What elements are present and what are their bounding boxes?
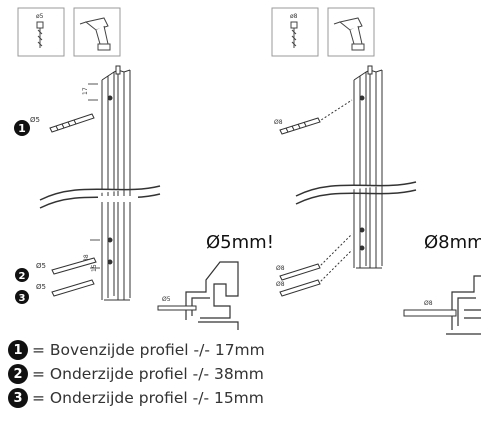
top-dimension: 17 — [82, 87, 89, 95]
left-detail-screw — [157, 305, 197, 311]
right-size-label: Ø8mm — [424, 232, 481, 253]
screw-3 — [51, 279, 95, 297]
callout-2-size: Ø5 — [36, 262, 46, 270]
bottom-dimension-b: 15 — [91, 264, 98, 272]
svg-text:2: 2 — [19, 271, 26, 282]
right-detail-profile — [446, 275, 481, 335]
marker-3: 3 — [15, 290, 29, 304]
legend: 1 = Bovenzijde profiel -/- 17mm 2 = Onde… — [8, 338, 348, 410]
drill-bit-icon-right: ø8 — [271, 7, 319, 57]
svg-text:1: 1 — [18, 122, 26, 135]
left-size-label: Ø5mm! — [206, 232, 274, 253]
legend-row-2: 2 = Onderzijde profiel -/- 38mm — [8, 362, 348, 386]
callout-1-size: Ø5 — [30, 116, 40, 124]
legend-text-1: = Bovenzijde profiel -/- 17mm — [32, 341, 265, 359]
callout-3-size: Ø5 — [36, 283, 46, 291]
legend-marker-1: 1 — [8, 340, 28, 360]
drill-bit-icon: ø5 — [17, 7, 65, 57]
right-callout-mid: Ø8 — [276, 265, 285, 272]
drill-icon-right — [327, 7, 375, 57]
right-drill-bit-mid — [279, 263, 321, 281]
marker-1: 1 — [14, 120, 30, 136]
legend-marker-3: 3 — [8, 388, 28, 408]
drill-bit-size-label: ø5 — [36, 13, 44, 20]
drill-bit-size-label-right: ø8 — [290, 13, 298, 20]
right-drill-bit-top — [279, 117, 321, 135]
right-detail-callout: Ø8 — [424, 300, 433, 307]
drill-icon — [73, 7, 121, 57]
left-detail-profile — [185, 261, 239, 330]
screw-2 — [51, 257, 97, 275]
left-profile — [39, 65, 161, 301]
legend-text-3: = Onderzijde profiel -/- 15mm — [32, 389, 264, 407]
legend-row-3: 3 = Onderzijde profiel -/- 15mm — [8, 386, 348, 410]
marker-2: 2 — [15, 268, 29, 282]
legend-row-1: 1 = Bovenzijde profiel -/- 17mm — [8, 338, 348, 362]
right-callout-top: Ø8 — [274, 119, 283, 126]
right-drill-bit-bottom — [279, 279, 321, 297]
screw-1 — [49, 113, 95, 133]
svg-text:3: 3 — [19, 293, 26, 304]
bottom-dimension-a: 38 — [83, 254, 90, 262]
right-profile — [295, 65, 417, 285]
left-detail-callout: Ø5 — [162, 296, 171, 303]
right-detail-screw — [403, 309, 457, 317]
legend-text-2: = Onderzijde profiel -/- 38mm — [32, 365, 264, 383]
right-callout-bottom: Ø8 — [276, 281, 285, 288]
legend-marker-2: 2 — [8, 364, 28, 384]
